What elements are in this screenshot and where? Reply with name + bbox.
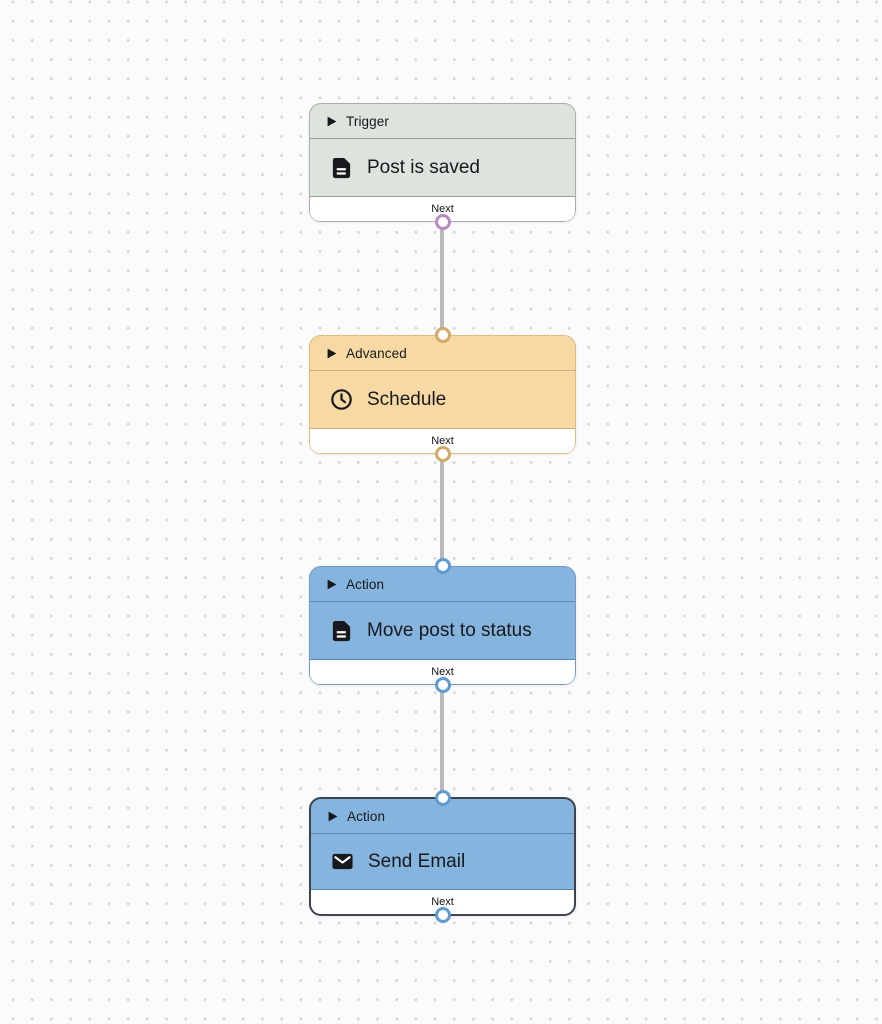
node-category-label: Advanced [346, 345, 407, 361]
output-port[interactable] [434, 446, 451, 462]
next-label: Next [431, 435, 454, 447]
next-label: Next [431, 203, 454, 215]
node-body[interactable]: Post is saved [310, 139, 575, 197]
document-icon [330, 156, 353, 180]
node-header[interactable]: Action [311, 799, 574, 834]
node-title: Post is saved [367, 156, 480, 178]
mail-icon [331, 850, 354, 873]
node-header[interactable]: Advanced [310, 336, 575, 371]
node-category-label: Action [347, 808, 386, 824]
node-title: Send Email [368, 850, 466, 872]
play-icon[interactable] [327, 348, 337, 359]
node-category-label: Action [346, 576, 385, 592]
next-label: Next [431, 896, 454, 908]
connector-line[interactable] [440, 685, 444, 798]
node-advanced-schedule[interactable]: Advanced Schedule Next [309, 327, 576, 462]
node-action-move-post-to-status[interactable]: Action Move post to status Next [309, 558, 576, 693]
document-icon [330, 619, 353, 643]
node-header[interactable]: Action [310, 567, 575, 602]
input-port[interactable] [434, 790, 451, 806]
play-icon[interactable] [327, 116, 337, 127]
node-body[interactable]: Send Email [311, 834, 574, 890]
node-title: Schedule [367, 388, 447, 410]
node-trigger-post-is-saved[interactable]: Trigger Post is saved Next [309, 103, 576, 230]
clock-icon [330, 388, 353, 411]
node-title: Move post to status [367, 619, 532, 641]
play-icon[interactable] [328, 811, 338, 822]
node-action-send-email[interactable]: Action Send Email Next [309, 790, 576, 923]
input-port[interactable] [434, 558, 451, 574]
input-port[interactable] [434, 327, 451, 343]
output-port[interactable] [434, 677, 451, 693]
play-icon[interactable] [327, 579, 337, 590]
node-footer: Next [311, 890, 574, 914]
connector-line[interactable] [440, 222, 444, 336]
output-port[interactable] [434, 214, 451, 230]
node-category-label: Trigger [346, 113, 389, 129]
node-body[interactable]: Move post to status [310, 602, 575, 660]
node-body[interactable]: Schedule [310, 371, 575, 429]
connector-line[interactable] [440, 454, 444, 567]
node-header[interactable]: Trigger [310, 104, 575, 139]
next-label: Next [431, 666, 454, 678]
output-port[interactable] [434, 907, 451, 923]
